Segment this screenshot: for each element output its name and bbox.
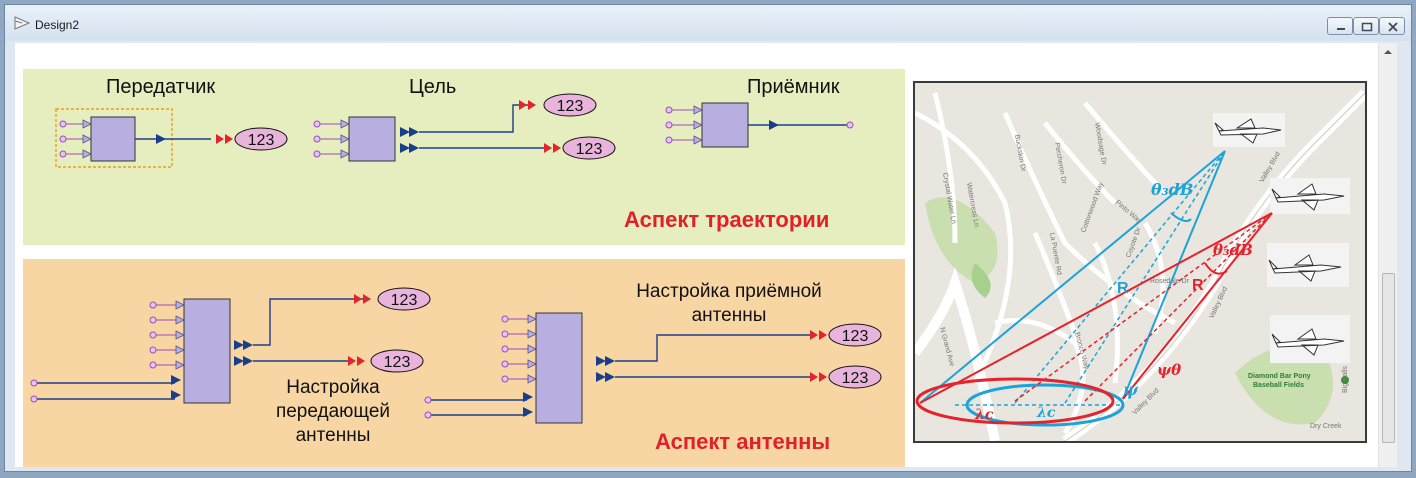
transmitter-label: Передатчик [106,76,216,98]
park-label-line1: Diamond Bar Pony [1248,373,1311,380]
canvas-area[interactable]: 123 123 123 [15,43,1397,467]
svg-text:Big Falls: Big Falls [1342,366,1349,393]
transmitter-beam-geometry [915,212,1273,425]
tx-antenna-label-line2: передающей [275,401,391,422]
lambda-red: λc [974,407,994,423]
receiver-block[interactable] [701,102,749,148]
svg-text:123: 123 [842,370,869,387]
window-title: Design2 [35,18,80,32]
display-block[interactable]: 123 [828,365,882,389]
antenna-aspect-label: Аспект антенны [655,429,831,454]
park-label-line2: Baseball Fields [1253,382,1304,389]
receiver-beam-geometry [919,150,1226,427]
psi-blue: ψ [1123,380,1139,399]
tx-antenna-input-ports[interactable] [149,301,178,369]
rx-antenna-block[interactable] [535,312,583,424]
target-label: Цель [409,76,457,98]
tx-antenna-label-line1: Настройка [286,377,380,398]
minimize-icon [1337,28,1345,30]
map-illustration: Crystal Water Ln Watercress Ln Buckskin … [915,83,1365,441]
receiver-input-ports[interactable] [665,106,696,144]
antenna-aspect-panel [23,259,905,467]
svg-text:123: 123 [842,328,869,345]
transmitter-input-ports[interactable] [59,120,85,158]
psi-red: ψθ [1157,361,1181,379]
lambda-blue: λc [1036,405,1056,421]
svg-text:Rosedale Dr: Rosedale Dr [1150,278,1190,285]
selection-box [55,108,173,168]
aircraft-icons [1213,113,1350,363]
close-button[interactable] [1379,17,1405,35]
svg-text:123: 123 [384,354,411,371]
rx-antenna-input-ports[interactable] [501,315,530,383]
rx-antenna-label-line2: антенны [691,305,767,326]
creek-label: Dry Creek [1310,423,1342,430]
block-diagram: 123 123 123 [30,93,882,424]
trajectory-aspect-panel [23,69,905,245]
receiver-label: Приёмник [747,76,840,98]
display-block[interactable]: 123 [562,136,616,160]
target-block[interactable] [348,116,396,162]
target-input-ports[interactable] [313,120,343,158]
close-icon [1388,22,1398,32]
svg-text:123: 123 [576,141,603,158]
theta-3db-blue: θ₃dB [1151,180,1193,199]
title-bar[interactable]: Design2 [5,5,1411,41]
svg-text:123: 123 [557,98,584,115]
display-block[interactable]: 123 [828,323,882,347]
display-block[interactable]: 123 [543,93,597,117]
transmitter-block[interactable] [90,116,136,162]
minimize-button[interactable] [1327,17,1353,35]
scroll-thumb[interactable] [1382,273,1395,443]
scroll-up-icon[interactable] [1379,45,1397,59]
display-block[interactable]: 123 [234,127,288,151]
maximize-button[interactable] [1353,17,1379,35]
vertical-scrollbar[interactable] [1378,43,1397,467]
tx-antenna-label-line3: антенны [295,425,371,446]
design-icon [14,16,31,30]
display-block[interactable]: 123 [370,349,424,373]
trajectory-aspect-label: Аспект траектории [624,207,830,232]
rx-antenna-label-line1: Настройка приёмной [636,281,822,302]
range-red: R [1192,277,1204,294]
theta-3db-red: θ₃dB [1213,241,1253,259]
maximize-icon [1361,22,1373,32]
svg-text:123: 123 [391,292,418,309]
range-blue: R [1117,280,1129,297]
output-port[interactable] [846,121,854,129]
tx-antenna-block[interactable] [183,298,231,404]
svg-text:123: 123 [248,132,275,149]
display-block[interactable]: 123 [377,287,431,311]
design-window: Design2 [4,4,1412,472]
radar-geometry-map: Crystal Water Ln Watercress Ln Buckskin … [913,81,1367,443]
